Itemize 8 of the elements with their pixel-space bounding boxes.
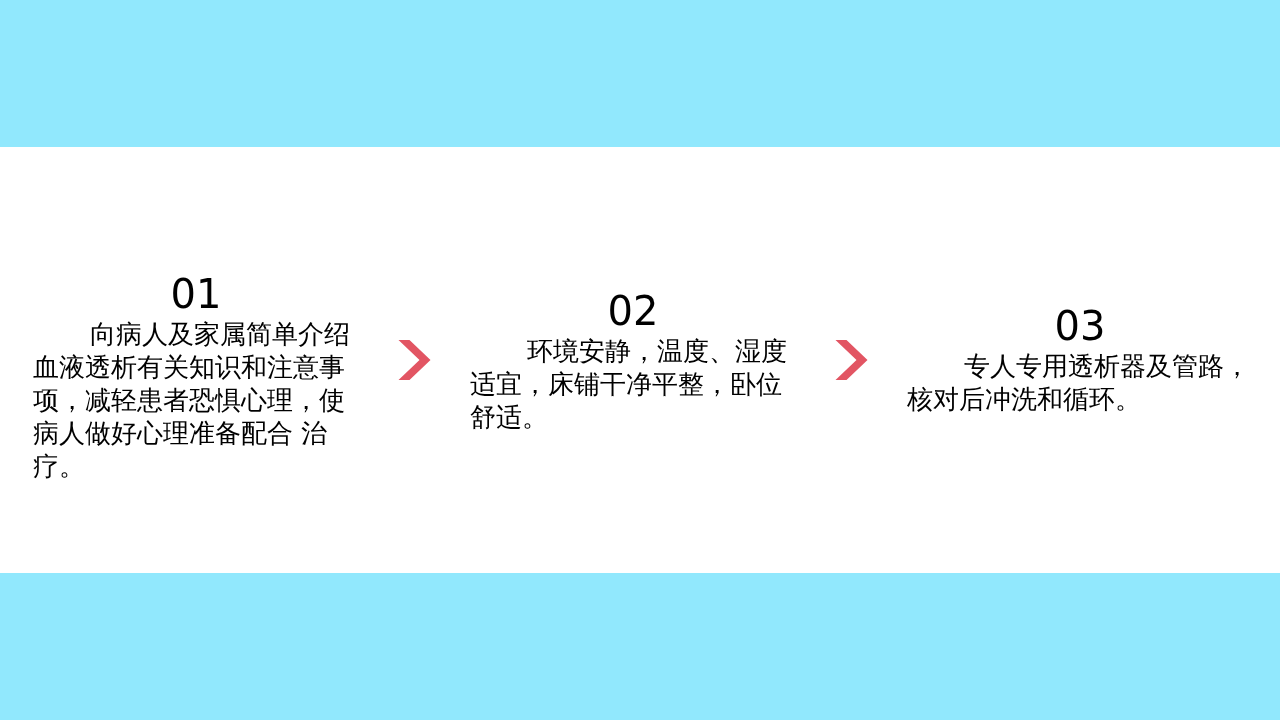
- chevron-arrow: [398, 340, 431, 380]
- step-number: 03: [1053, 302, 1107, 350]
- chevron-arrow: [835, 340, 868, 380]
- step-number: 01: [169, 270, 223, 318]
- step-description: 专人专用透析器及管路，核对后冲洗和循环。: [907, 350, 1252, 416]
- step-description: 向病人及家属简单介绍血液透析有关知识和注意事项，减轻患者恐惧心理，使病人做好心理准备配合 治疗。: [33, 318, 352, 483]
- step-number: 02: [606, 287, 660, 335]
- step-description: 环境安静，温度、湿度适宜，床铺干净平整，卧位舒适。: [470, 335, 789, 434]
